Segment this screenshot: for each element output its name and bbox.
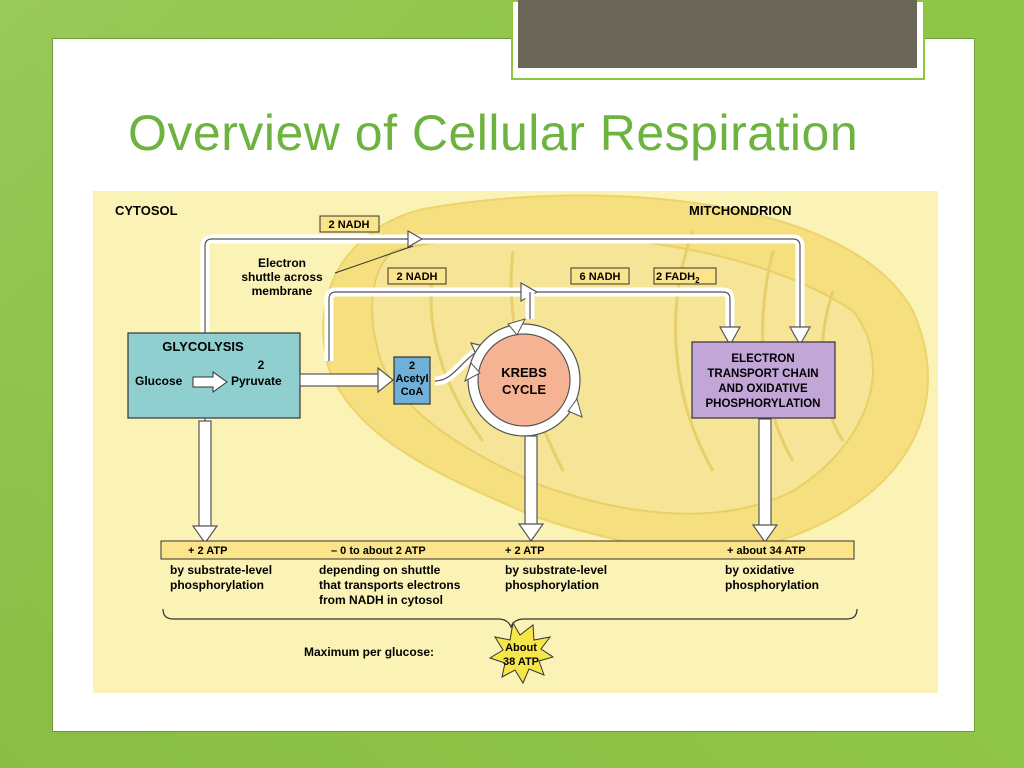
electron-shuttle-arrow: [200, 229, 812, 526]
etc-label-4: PHOSPHORYLATION: [705, 398, 820, 410]
krebs-label-2: CYCLE: [502, 382, 546, 397]
desc-2b: that transports electrons: [319, 578, 461, 592]
glucose-label: Glucose: [135, 374, 183, 388]
desc-4b: phosphorylation: [725, 578, 819, 592]
glucose-arrow: [192, 371, 228, 393]
pyruvate-to-acetyl-arrow: [299, 366, 394, 394]
nadh-top-label: 2 NADH: [329, 219, 370, 231]
shuttle-label-3: membrane: [252, 284, 313, 298]
nadh-arrow-to-etc: [324, 281, 742, 361]
pyruvate-num: 2: [258, 358, 265, 372]
desc-2a: depending on shuttle: [319, 563, 441, 577]
maximum-label: Maximum per glucose:: [304, 645, 434, 659]
mitochondrion-shape: [322, 194, 929, 552]
desc-3b: phosphorylation: [505, 578, 599, 592]
atp-label-1: + 2 ATP: [188, 545, 227, 557]
atp-label-4: + about 34 ATP: [727, 545, 806, 557]
acetyl-coa-box: [393, 356, 431, 405]
about-label-2: 38 ATP: [503, 656, 539, 668]
etc-label-3: AND OXIDATIVE: [718, 383, 808, 395]
desc-1a: by substrate-level: [170, 563, 272, 577]
cytosol-label: CYTOSOL: [115, 203, 178, 218]
atp-bar: [160, 540, 855, 560]
nadh-six-label: 6 NADH: [580, 271, 621, 283]
fadh-box: [653, 267, 717, 285]
mitochondrion-label: MITCHONDRION: [689, 203, 792, 218]
krebs-label-1: KREBS: [501, 365, 547, 380]
fadh-label: 2 FADH2: [656, 271, 700, 285]
cellular-respiration-diagram: CYTOSOL MITCHONDRION 2 NADH Electron shu…: [93, 191, 938, 693]
about-atp-burst: [488, 621, 555, 685]
acetyl-label-1: 2: [409, 360, 415, 372]
etc-box: [691, 341, 836, 419]
nadh-top-box: [319, 215, 380, 233]
nadh-six-box: [570, 267, 630, 285]
etc-label-1: ELECTRON: [731, 353, 794, 365]
desc-4a: by oxidative: [725, 563, 795, 577]
shuttle-label-2: shuttle across: [241, 270, 323, 284]
shuttle-pointer: [334, 245, 414, 274]
down-arrows: [191, 418, 779, 545]
about-label-1: About: [505, 642, 537, 654]
desc-3a: by substrate-level: [505, 563, 607, 577]
fadh-main: 2 FADH: [656, 271, 695, 283]
acetyl-label-3: CoA: [401, 386, 424, 398]
total-brace: [162, 608, 858, 629]
krebs-cycle: [464, 318, 583, 437]
slide-title: Overview of Cellular Respiration: [128, 105, 859, 161]
slide-corner-block: [518, 0, 917, 68]
nadh-mid-label: 2 NADH: [397, 271, 438, 283]
fadh-sub: 2: [695, 276, 700, 285]
acetyl-label-2: Acetyl: [395, 373, 428, 385]
etc-label-2: TRANSPORT CHAIN: [707, 368, 818, 380]
glycolysis-title: GLYCOLYSIS: [162, 339, 244, 354]
diagram-svg: CYTOSOL MITCHONDRION 2 NADH Electron shu…: [93, 191, 938, 693]
desc-1b: phosphorylation: [170, 578, 264, 592]
shuttle-label-1: Electron: [258, 256, 306, 270]
pyruvate-label: Pyruvate: [231, 374, 282, 388]
nadh-mid-box: [387, 267, 447, 285]
atp-label-3: + 2 ATP: [505, 545, 544, 557]
atp-label-2: – 0 to about 2 ATP: [331, 545, 426, 557]
desc-2c: from NADH in cytosol: [319, 593, 443, 607]
